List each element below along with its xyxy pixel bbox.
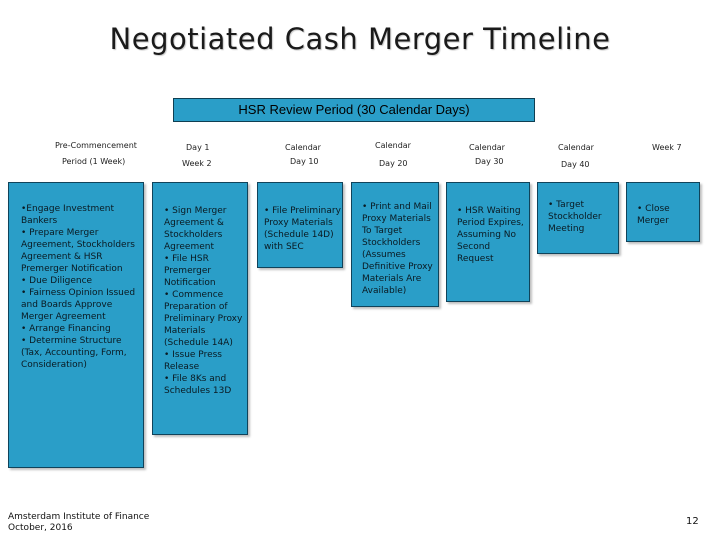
list-item: • File Preliminary Proxy Materials (Sche… [264,206,341,252]
footer-institution: Amsterdam Institute of Finance [8,512,150,522]
col3-top-label: Calendar [285,143,321,152]
list-item: • Fairness Opinion Issued and Boards App… [21,288,136,322]
col4-top-label: Calendar [375,141,411,150]
col7-top-label: Week 7 [652,143,682,152]
list-item: • Sign Merger Agreement & Stockholders A… [164,206,227,252]
list-item: • Commence Preparation of Preliminary Pr… [164,290,243,348]
list-item: • Print and Mail Proxy Materials To Targ… [362,202,433,296]
list-item: • File 8Ks and Schedules 13D [164,374,232,396]
list-item: • Issue Press Release [164,350,222,372]
hsr-review-banner: HSR Review Period (30 Calendar Days) [173,98,535,122]
pre-commencement-box: •Engage Investment Bankers • Prepare Mer… [8,182,144,468]
col2-bottom-label: Week 2 [182,159,212,168]
list-item: • File HSR Premerger Notification [164,254,216,288]
footer: Amsterdam Institute of Finance October, … [8,512,149,534]
week-7-box: • Close Merger [626,182,700,242]
page-number: 12 [686,516,699,527]
col6-top-label: Calendar [558,143,594,152]
day-1-box: • Sign Merger Agreement & Stockholders A… [152,182,248,435]
list-item: • Prepare Merger Agreement, Stockholders… [21,228,135,274]
list-item: • Determine Structure (Tax, Accounting, … [21,336,127,370]
col1-top-label: Pre-Commencement [55,141,137,150]
slide-title: Negotiated Cash Merger Timeline [109,22,611,56]
day-30-box: • HSR Waiting Period Expires, Assuming N… [446,182,530,302]
col1-bottom-label: Period (1 Week) [62,157,126,166]
list-item: • Arrange Financing [21,324,111,334]
list-item: • Due Diligence [21,276,93,286]
col5-top-label: Calendar [469,143,505,152]
list-item: • HSR Waiting Period Expires, Assuming N… [457,206,524,264]
day-40-box: • Target Stockholder Meeting [537,182,619,254]
list-item: • Target Stockholder Meeting [548,200,602,234]
col3-bottom-label: Day 10 [290,157,319,166]
footer-date: October, 2016 [8,523,73,533]
list-item: • Close Merger [637,204,670,226]
col4-bottom-label: Day 20 [379,159,408,168]
day-10-box: • File Preliminary Proxy Materials (Sche… [257,182,343,268]
col2-top-label: Day 1 [186,143,210,152]
col5-bottom-label: Day 30 [475,157,504,166]
day-20-box: • Print and Mail Proxy Materials To Targ… [351,182,439,307]
col6-bottom-label: Day 40 [561,160,590,169]
list-item: •Engage Investment Bankers [21,204,115,226]
